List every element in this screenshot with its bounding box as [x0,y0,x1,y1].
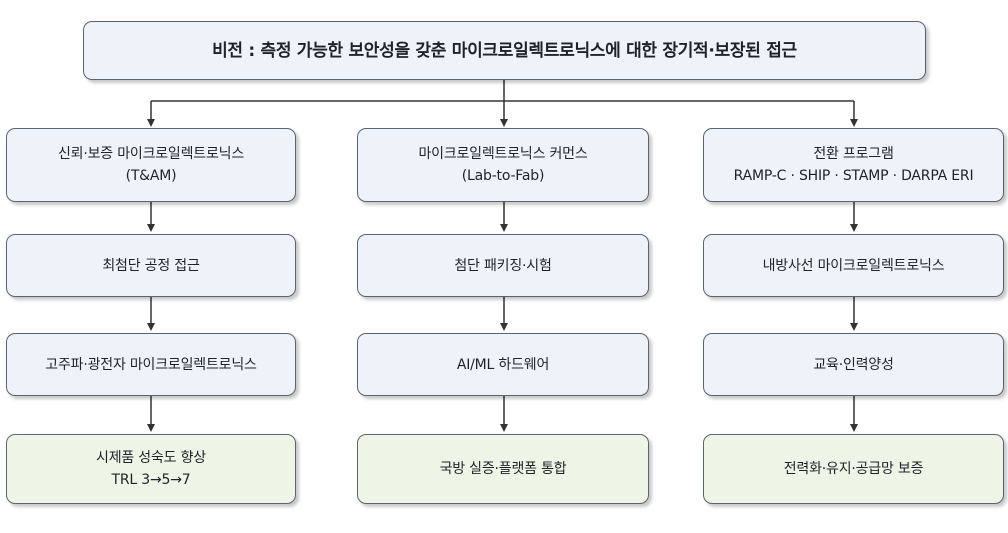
outcome-box-col1: 시제품 성숙도 향상 TRL 3→5→7 [6,434,296,504]
step-box-col2-1: 첨단 패키징·시험 [357,234,649,297]
step-col1-2-text: 고주파·광전자 마이크로일렉트로닉스 [45,356,257,373]
vision-text: 비전 : 측정 가능한 보안성을 갖춘 마이크로일렉트로닉스에 대한 장기적·보… [212,40,797,61]
step-box-col1-1: 최첨단 공정 접근 [6,234,296,297]
step-col3-1-text: 내방사선 마이크로일렉트로닉스 [762,257,945,274]
step-box-col3-2: 교육·인력양성 [703,333,1004,396]
outcome-box-col2: 국방 실증·플랫폼 통합 [357,434,649,504]
header-1-line2: (T&AM) [125,168,177,184]
outcome-col3-line1: 전력화·유지·공급망 보증 [783,461,924,477]
step-box-col2-2: AI/ML 하드웨어 [357,333,649,396]
header-3-line1: 전환 프로그램 [813,146,894,162]
header-3-line2: RAMP-C · SHIP · STAMP · DARPA ERI [733,168,974,184]
step-col2-1-text: 첨단 패키징·시험 [454,257,552,274]
step-box-col1-2: 고주파·광전자 마이크로일렉트로닉스 [6,333,296,396]
step-box-col3-1: 내방사선 마이크로일렉트로닉스 [703,234,1004,297]
outcome-col1-line2: TRL 3→5→7 [111,472,191,488]
header-box-commons: 마이크로일렉트로닉스 커먼스 (Lab-to-Fab) [357,128,649,202]
outcome-col2-line1: 국방 실증·플랫폼 통합 [439,461,567,477]
header-2-line2: (Lab-to-Fab) [461,168,545,184]
vision-box: 비전 : 측정 가능한 보안성을 갖춘 마이크로일렉트로닉스에 대한 장기적·보… [83,21,926,80]
outcome-box-col3: 전력화·유지·공급망 보증 [703,434,1004,504]
header-box-transition: 전환 프로그램 RAMP-C · SHIP · STAMP · DARPA ER… [703,128,1004,202]
step-col3-2-text: 교육·인력양성 [813,356,894,373]
outcome-col1-line1: 시제품 성숙도 향상 [96,450,206,466]
header-box-trusted-assured: 신뢰·보증 마이크로일렉트로닉스 (T&AM) [6,128,296,202]
step-col2-2-text: AI/ML 하드웨어 [456,356,550,373]
header-2-line1: 마이크로일렉트로닉스 커먼스 [418,146,588,162]
step-col1-1-text: 최첨단 공정 접근 [102,257,200,274]
header-1-line1: 신뢰·보증 마이크로일렉트로닉스 [57,146,245,162]
